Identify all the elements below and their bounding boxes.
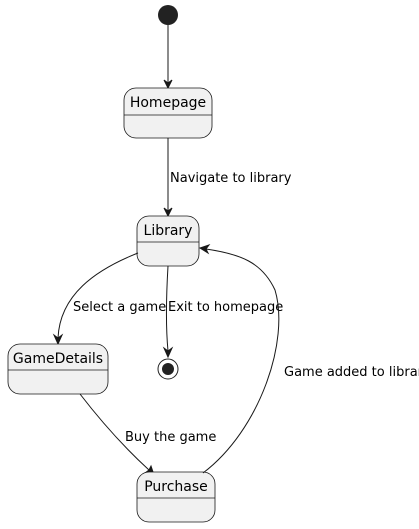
state-game-details: GameDetails — [7, 343, 109, 395]
transition-game-added-to-library: Game added to library — [198, 244, 419, 474]
transition-navigate-to-library-label: Navigate to library — [170, 171, 292, 186]
state-library-label: Library — [144, 223, 193, 239]
transition-game-added-to-library-label: Game added to library — [284, 365, 419, 380]
transition-start-to-homepage — [163, 25, 173, 90]
state-homepage-label: Homepage — [130, 95, 206, 111]
transition-exit-to-homepage: Exit to homepage — [162, 265, 283, 359]
state-homepage: Homepage — [123, 87, 213, 139]
transition-navigate-to-library: Navigate to library — [163, 138, 292, 218]
initial-state-node — [158, 5, 178, 25]
state-game-details-label: GameDetails — [13, 351, 103, 367]
state-library: Library — [136, 215, 200, 267]
transition-buy-the-game: Buy the game — [79, 393, 216, 476]
transition-buy-the-game-label: Buy the game — [125, 430, 216, 445]
state-purchase-label: Purchase — [144, 479, 208, 495]
state-purchase: Purchase — [136, 471, 216, 523]
transition-exit-to-homepage-label: Exit to homepage — [168, 300, 283, 315]
transition-select-a-game-label: Select a game — [73, 300, 166, 315]
final-state-node — [157, 358, 179, 380]
transition-select-a-game: Select a game — [52, 252, 166, 346]
